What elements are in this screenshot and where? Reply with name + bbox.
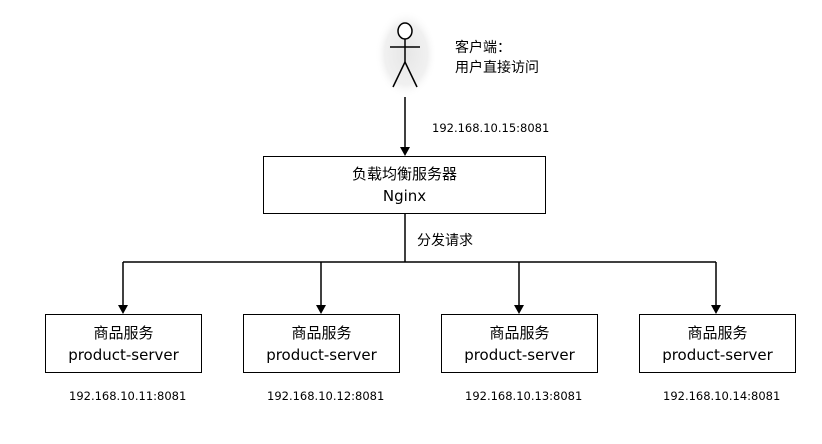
- server-title: 商品服务: [687, 323, 748, 342]
- server-name: product-server: [464, 345, 575, 364]
- server-address-3: 192.168.10.13:8081: [465, 389, 583, 403]
- load-balancer-subtitle: Nginx: [382, 187, 427, 205]
- client-label: 客户端： 用户直接访问: [455, 38, 539, 78]
- server-box-2: 商品服务 product-server: [243, 314, 400, 373]
- server-address-2: 192.168.10.12:8081: [267, 389, 385, 403]
- server-box-1: 商品服务 product-server: [45, 314, 202, 373]
- server-title: 商品服务: [291, 323, 352, 342]
- server-arrow-4: [711, 262, 721, 314]
- dispatch-connector: [123, 214, 716, 263]
- server-arrow-2: [316, 262, 326, 314]
- load-balancer-box: 负载均衡服务器 Nginx: [263, 156, 546, 214]
- server-address-1: 192.168.10.11:8081: [69, 389, 187, 403]
- server-title: 商品服务: [93, 323, 154, 342]
- server-name: product-server: [662, 345, 773, 364]
- client-to-nginx-arrow: [400, 97, 410, 156]
- server-arrow-3: [514, 262, 524, 314]
- client-label-line1: 客户端：: [455, 40, 511, 56]
- load-balancer-title: 负载均衡服务器: [351, 165, 457, 183]
- server-arrow-1: [118, 262, 128, 314]
- server-name: product-server: [266, 345, 377, 364]
- server-box-3: 商品服务 product-server: [441, 314, 598, 373]
- server-title: 商品服务: [489, 323, 550, 342]
- stick-figure-user-icon: [375, 10, 437, 98]
- server-address-4: 192.168.10.14:8081: [663, 389, 781, 403]
- server-name: product-server: [68, 345, 179, 364]
- client-address: 192.168.10.15:8081: [432, 121, 550, 135]
- client-label-line2: 用户直接访问: [455, 60, 539, 76]
- server-box-4: 商品服务 product-server: [639, 314, 796, 373]
- dispatch-label: 分发请求: [417, 233, 473, 249]
